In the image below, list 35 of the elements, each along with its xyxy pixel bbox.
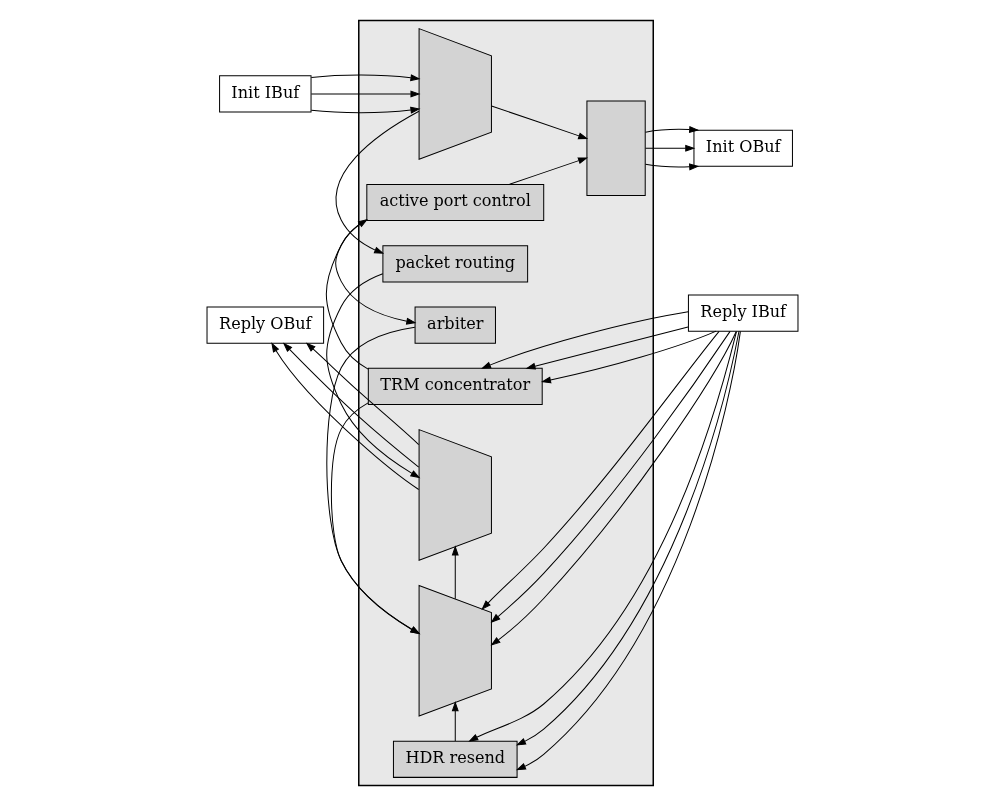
node-box: Init IBuf bbox=[219, 75, 312, 113]
arrow bbox=[644, 126, 700, 134]
arrow bbox=[326, 273, 421, 479]
node-box: HDR resend bbox=[392, 740, 518, 778]
arrow bbox=[310, 90, 421, 98]
arrow bbox=[644, 144, 696, 152]
arrow bbox=[491, 105, 589, 140]
arrow bbox=[481, 311, 689, 369]
arrow bbox=[305, 342, 420, 446]
arrow bbox=[540, 330, 717, 384]
arrow bbox=[310, 74, 421, 82]
arrow bbox=[310, 106, 421, 114]
arrow bbox=[644, 163, 700, 171]
arrow bbox=[325, 218, 369, 370]
arrow bbox=[335, 219, 417, 325]
arrow bbox=[468, 331, 737, 742]
arrow bbox=[335, 110, 420, 254]
arrow bbox=[282, 342, 420, 468]
node-trapezoid bbox=[418, 27, 492, 160]
node-box: arbiter bbox=[414, 306, 496, 344]
node-box: TRM concentrator bbox=[367, 367, 543, 405]
arrow bbox=[509, 157, 589, 185]
node-box: Reply OBuf bbox=[206, 306, 325, 344]
arrow bbox=[451, 545, 459, 600]
arrow bbox=[451, 701, 459, 742]
node-box: active port control bbox=[366, 183, 545, 222]
node-trapezoid bbox=[418, 428, 492, 561]
arrow bbox=[330, 402, 421, 635]
arrow bbox=[326, 326, 421, 635]
node-box: Init OBuf bbox=[693, 129, 793, 167]
node-box: packet routing bbox=[382, 245, 529, 283]
node-box: Reply IBuf bbox=[687, 294, 799, 332]
arrow bbox=[271, 342, 420, 491]
arrow bbox=[525, 326, 689, 370]
node-box bbox=[586, 100, 646, 196]
